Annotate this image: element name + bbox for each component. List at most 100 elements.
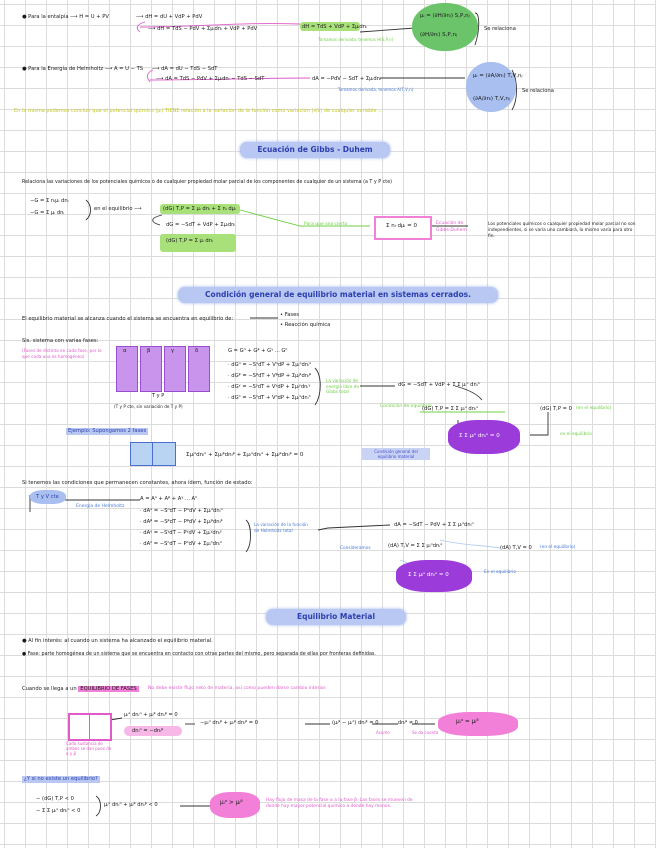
constant-tp-label: T y P	[152, 393, 165, 399]
general-condition-label: Condición general del equilibrio materia…	[362, 448, 430, 460]
gibbs-eq-d: dG = −SdT + VdP + Σμᵢdnᵢ	[166, 222, 236, 228]
helmholtz-tv: (dA) T,V = Σ Σ μᵢᵅdnᵢᵅ	[388, 543, 443, 549]
helmholtz-condition-blob	[396, 560, 472, 592]
phase-equality: μᵢᵅ = μᵢᵝ	[456, 719, 479, 725]
enthalpy-expanded: ⟶ dH = TdS − PdV + Σμᵢdnᵢ + VdP + PdV	[148, 26, 258, 32]
gibbs-duhem-explanation: Los potenciales químicos o cualquier pro…	[488, 222, 636, 239]
multiphase-system-note: (Fases de distinta en cada fase, por lo …	[22, 348, 102, 359]
gibbs-duhem-title: Ecuación de Gibbs - Duhem	[240, 142, 390, 158]
gibbs-eq-e-box	[160, 234, 236, 252]
flow-direction-note: Hay flujo de masa de la fase α a la fase…	[266, 798, 413, 809]
gibbs-phase-beta: · dGᵝ = −SᵝdT + VᵝdP + Σμᵢᵝdnᵢᵝ	[228, 373, 312, 379]
enthalpy-result: dH = TdS + VdP + Σμᵢdnᵢ	[302, 24, 367, 30]
helmholtz-phase-beta: · dAᵝ = −SᵝdT − PᵝdV + Σμᵢᵝdnᵢᵝ	[140, 519, 223, 525]
no-equilibrium-3: μᵢᵅ dnᵢᵅ + μᵢᵝ dnᵢᵝ < 0	[104, 802, 158, 808]
phase-gamma	[164, 346, 186, 392]
helmholtz-sum: A = Aᵅ + Aᵝ + Aᵞ ... Aᵟ	[140, 496, 198, 502]
enthalpy-mu-1: μᵢ = (∂H/∂nᵢ) S,P,nⱼ	[420, 13, 470, 19]
flow-direction-blob	[210, 792, 260, 818]
helmholtz-expanded: ⟶ dA = TdS − PdV + Σμᵢdnᵢ − TdS − SdT	[156, 76, 265, 82]
helmholtz-equilibrium-note: En el equilibrio	[484, 570, 517, 575]
general-condition-title: Condición general de equilibrio material…	[178, 287, 498, 303]
phase-beta	[140, 346, 162, 392]
helmholtz-definition: ● Para la Energía de Helmholtz ⟶ A = U −…	[22, 66, 144, 72]
no-equilibrium-question: ¿Y si no existe un equilibrio?	[22, 776, 100, 783]
helmholtz-phase-alpha: · dAᵅ = −SᵅdT − PᵅdV + Σμᵢᵅdnᵢᵅ	[140, 508, 223, 514]
gibbs-eq-e: (dG) T,P = Σ μᵢ dnᵢ	[166, 238, 213, 244]
phase-equation-4: (μᵢᵝ − μᵢᵅ) dnᵢᵝ = 0	[332, 720, 379, 726]
gibbs-duhem-intro: Relaciona las variaciones de los potenci…	[22, 180, 393, 185]
two-phase-divider	[152, 442, 153, 466]
pink-phase-box	[68, 713, 112, 741]
tv-constant-blob	[30, 490, 66, 504]
no-equilibrium-1: − (dG) T,P < 0	[36, 796, 74, 802]
phase-equation-3: −μᵢᵅ dnᵢᵝ + μᵢᵝ dnᵢᵝ = 0	[200, 720, 259, 726]
enthalpy-blob	[412, 3, 478, 51]
flow-direction-inequality: μᵢᵅ > μᵢᵝ	[220, 800, 243, 806]
phase-gamma-label: γ	[171, 348, 175, 354]
gibbs-phase-delta: · dGᵟ = −SᵟdT + VᵟdP + Σμᵢᵟdnᵢᵟ	[228, 395, 311, 401]
helmholtz-total: dA = −SdT − PdV + Σ Σ μᵢᵅdnᵢᵅ	[394, 522, 474, 528]
general-condition-intro: El equilibrio material se alcanza cuando…	[22, 316, 234, 322]
helmholtz-blob	[466, 62, 516, 112]
general-condition-blob	[448, 420, 520, 454]
enthalpy-differential: ⟶ dH = dU + VdP + PdV	[136, 14, 203, 20]
material-equilibrium-title: Equilibrio Material	[266, 609, 406, 625]
helmholtz-result: dA = −PdV − SdT + Σμᵢdnᵢ	[312, 76, 381, 82]
gibbs-tp: (dG) T,P = Σ Σ μᵢᵅ dnᵢᵅ	[422, 406, 479, 412]
enthalpy-definition: ● Para la entalpía ⟶ H = U + PV	[22, 14, 109, 20]
phase-dn-nonzero: dnᵢᵝ ≠ 0	[398, 720, 418, 726]
phase-equilibrium-highlight: EQUILIBRIO DE FASES	[78, 686, 139, 692]
constant-tp-note: (T y P cte, sin variación de T y P)	[114, 404, 183, 409]
two-phase-box	[130, 442, 176, 466]
helmholtz-tv-zero: (dA) T,V = 0	[500, 545, 532, 551]
gibbs-condition-note: Para que sea cierto	[304, 222, 348, 227]
tv-constant-intro: Si tenemos las condiciones que permanece…	[22, 480, 253, 486]
equilibrium-phases: • Fases	[280, 312, 299, 318]
phase-equilibrium-note: No debe existir flujo neto de materia, a…	[148, 686, 327, 691]
gibbs-tp-zero: (dG) T,P = 0	[540, 406, 572, 412]
helmholtz-phase-gamma: · dAᵞ = −SᵞdT − PᵞdV + Σμᵢᵞdnᵢᵞ	[140, 530, 222, 536]
helmholtz-mu-1: μᵢ = (∂A/∂nᵢ) T,V,nⱼ	[473, 73, 523, 79]
phase-box-note: Cada sustancia de ambos se dan pues de α…	[66, 741, 112, 756]
no-equilibrium-2: − Σ Σ μᵢᵅ dnᵢᵅ < 0	[36, 808, 81, 814]
gibbs-phase-gamma: · dGᵞ = −SᵞdT + VᵞdP + Σμᵢᵞdnᵢᵞ	[228, 384, 311, 390]
gibbs-total-note: La variación de energía libre de Gibbs t…	[326, 378, 359, 394]
gibbs-eq-a: −G = Σ nᵢμᵢ dnᵢ	[30, 198, 69, 204]
phase-equation-2: dnᵢᵅ = −dnᵢᵝ	[132, 728, 164, 734]
gibbs-condition-label: Condición de equilibrio	[380, 404, 432, 409]
phase-equality-blob	[438, 712, 518, 736]
phase-beta-label: β	[147, 348, 151, 354]
gibbs-total: dG = −SdT + VdP + Σ Σ μᵢᵅ dnᵢᵅ	[398, 382, 480, 388]
helmholtz-note: Tomamos derivada, tenemos A(T,V,n)	[338, 87, 414, 92]
phase-equilibrium-intro: Cuando se llega a un EQUILIBRIO DE FASES	[22, 686, 139, 693]
gibbs-sum: G = Gᵅ + Gᵝ + Gᵞ ... Gᵟ	[228, 348, 288, 354]
equilibrium-reaction: • Reacción química	[280, 322, 331, 328]
gibbs-tp-zero-note: (en el equilibrio)	[576, 406, 612, 411]
enthalpy-note: Tomamos derivada, tenemos H(S,P,n)	[318, 37, 394, 42]
gibbs-duhem-equation: Σ nᵢ dμᵢ = 0	[386, 223, 418, 229]
chemical-potential-note: En la misma podemos concluir que el pote…	[14, 108, 383, 114]
gibbs-duhem-box	[374, 216, 432, 240]
helmholtz-tv-zero-note: (en el equilibrio)	[540, 545, 576, 550]
example-two-phases: Ejemplo: Supongamos 2 fases	[66, 428, 149, 435]
gibbs-eq-c-box	[160, 204, 240, 214]
phase-result-note: Se da cuenta	[412, 730, 439, 735]
gibbs-equilibrium-label: en el equilibrio ⟶	[94, 206, 142, 212]
phase-equation-1: μᵢᵅ dnᵢᵅ + μᵢᵝ dnᵢᵝ = 0	[124, 712, 178, 718]
helmholtz-total-note: La variación de la función de Helmholtz …	[254, 522, 308, 533]
gibbs-phase-alpha: · dGᵅ = −SᵅdT + VᵅdP + Σμᵢᵅdnᵢᵅ	[228, 362, 312, 368]
enthalpy-result-box	[300, 22, 360, 31]
phase-delta-label: δ	[195, 348, 199, 354]
enthalpy-mu-2: (∂H/∂nᵢ) S,P,nⱼ	[420, 32, 457, 38]
helmholtz-condition-equation: Σ Σ μᵢᵅ dnᵢᵅ = 0	[408, 572, 449, 578]
phase-equilibrium-intro-text: Cuando se llega a un	[22, 686, 77, 692]
multiphase-system-label: Sis. sistema con varias fases:	[22, 338, 99, 344]
gibbs-duhem-label: Ecuación de Gibbs-Duhem	[436, 221, 467, 233]
gibbs-eq-c: (dG) T,P = Σ μᵢ dnᵢ + Σ nᵢ dμᵢ	[163, 206, 236, 212]
phase-alpha	[116, 346, 138, 392]
phase-equation-2-bg	[124, 726, 182, 736]
pink-phase-divider	[89, 713, 90, 739]
phase-alpha-label: α	[123, 348, 127, 354]
helmholtz-differential: ⟶ dA = dU − TdS − SdT	[152, 66, 218, 72]
